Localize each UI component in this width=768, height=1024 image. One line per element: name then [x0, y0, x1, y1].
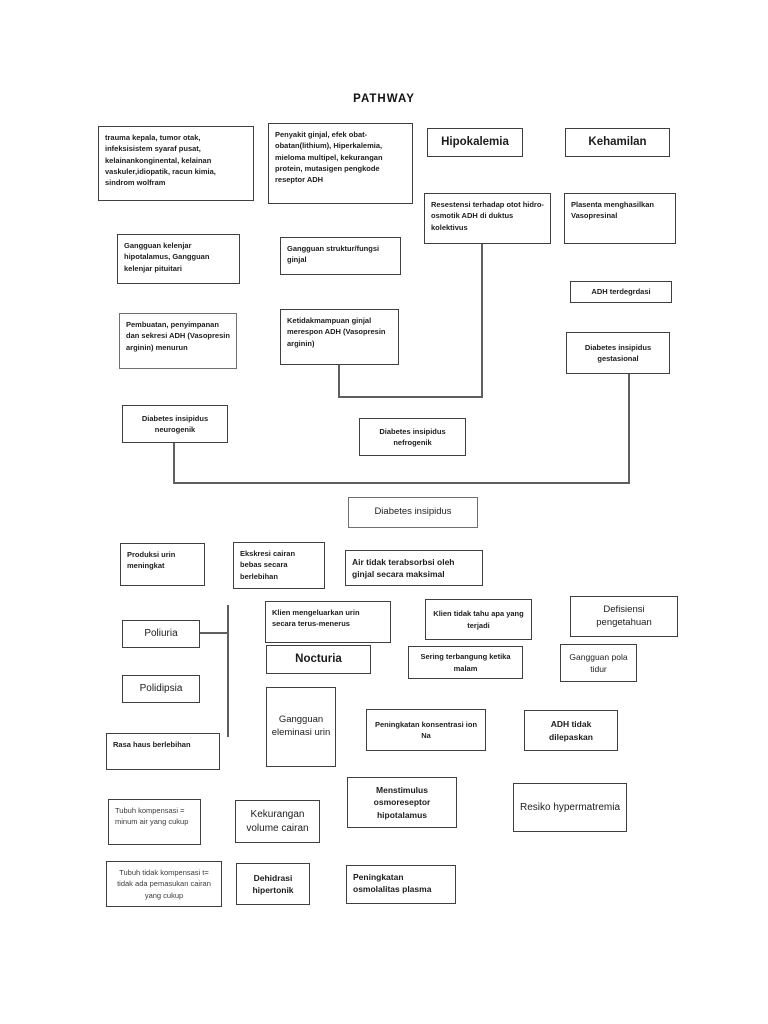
node-tubuh-kompensasi: Tubuh kompensasi = minum air yang cukup [108, 799, 201, 845]
node-polidipsia: Polidipsia [122, 675, 200, 703]
node-resiko-hypermatremia: Resiko hypermatremia [513, 783, 627, 832]
node-ekskresi-cairan: Ekskresi cairan bebas secara berlebihan [233, 542, 325, 589]
node-hipokalemia: Hipokalemia [427, 128, 523, 157]
node-sering-terbangun: Sering terbangung ketika malam [408, 646, 523, 679]
node-produksi-urin: Produksi urin meningkat [120, 543, 205, 586]
node-air-tidak-terabsorbsi: Air tidak terabsorbsi oleh ginjal secara… [345, 550, 483, 586]
node-klien-tidak-tahu: Klien tidak tahu apa yang terjadi [425, 599, 532, 640]
node-neurogenic-causes: trauma kepala, tumor otak, infeksisistem… [98, 126, 254, 201]
node-gangguan-struktur-ginjal: Gangguan struktur/fungsi ginjal [280, 237, 401, 275]
node-klien-mengeluarkan-urin: Klien mengeluarkan urin secara terus-men… [265, 601, 391, 643]
page-title: PATHWAY [353, 93, 415, 105]
node-dehidrasi-hipertonik: Dehidrasi hipertonik [236, 863, 310, 905]
connector-symptoms-vertical [227, 605, 229, 737]
connector-merge-horizontal [173, 482, 630, 484]
connector-resistensi-down [481, 244, 483, 398]
node-kekurangan-volume: Kekurangan volume cairan [235, 800, 320, 843]
connector-poliuria-tick [200, 632, 228, 634]
node-nephrogenic-causes: Penyakit ginjal, efek obat-obatan(lithiu… [268, 123, 413, 204]
node-poliuria: Poliuria [122, 620, 200, 648]
node-adh-terdegradasi: ADH terdegrdasi [570, 281, 672, 303]
node-peningkatan-ion-na: Peningkatan konsentrasi ion Na [366, 709, 486, 751]
node-gangguan-eleminasi-urin: Gangguan eleminasi urin [266, 687, 336, 767]
node-rasa-haus: Rasa haus berlebihan [106, 733, 220, 770]
node-gangguan-kelenjar: Gangguan kelenjar hipotalamus, Gangguan … [117, 234, 240, 284]
node-defisiensi-pengetahuan: Defisiensi pengetahuan [570, 596, 678, 637]
node-peningkatan-osmolalitas: Peningkatan osmolalitas plasma [346, 865, 456, 904]
connector-ketidakmampuan-down [338, 365, 340, 397]
node-adh-tidak-dilepaskan: ADH tidak dilepaskan [524, 710, 618, 751]
node-diabetes-insipidus: Diabetes insipidus [348, 497, 478, 528]
node-plasenta-vasopresinal: Plasenta menghasilkan Vasopresinal [564, 193, 676, 244]
node-menstimulus-osmoreseptor: Menstimulus osmoreseptor hipotalamus [347, 777, 457, 828]
node-tubuh-tidak-kompensasi: Tubuh tidak kompensasi t= tidak ada pema… [106, 861, 222, 907]
node-resistensi-adh: Resestensi terhadap otot hidro-osmotik A… [424, 193, 551, 244]
node-di-nefrogenik: Diabetes insipidus nefrogenik [359, 418, 466, 456]
connector-neurogenik-down [173, 443, 175, 483]
connector-gestasional-down [628, 374, 630, 484]
node-kehamilan: Kehamilan [565, 128, 670, 157]
node-gangguan-pola-tidur: Gangguan pola tidur [560, 644, 637, 682]
node-pembuatan-sekresi-adh: Pembuatan, penyimpanan dan sekresi ADH (… [119, 313, 237, 369]
node-nocturia: Nocturia [266, 645, 371, 674]
node-di-gestasional: Diabetes insipidus gestasional [566, 332, 670, 374]
node-di-neurogenik: Diabetes insipidus neurogenik [122, 405, 228, 443]
connector-nefrogenik-horizontal [338, 396, 483, 398]
node-ketidakmampuan-ginjal: Ketidakmampuan ginjal merespon ADH (Vaso… [280, 309, 399, 365]
